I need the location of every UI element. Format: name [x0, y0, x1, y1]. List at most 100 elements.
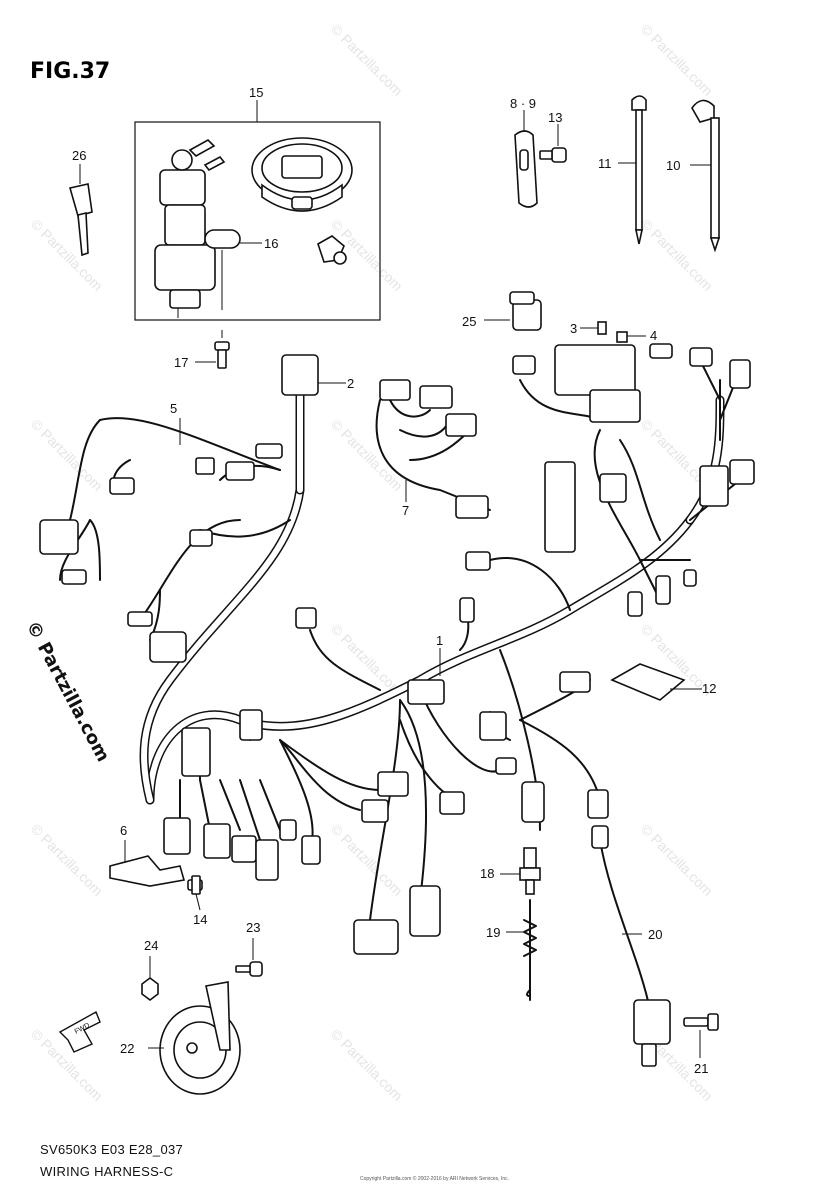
connector [195, 457, 215, 475]
front-direction-arrow: FWD [58, 1011, 101, 1053]
connector [109, 477, 135, 495]
connector [279, 819, 297, 841]
watermark-tile: © Partzilla.com [328, 621, 406, 699]
label-1: 1 [436, 633, 443, 648]
label-24: 24 [144, 938, 158, 953]
connector [127, 611, 153, 627]
watermark-tile: © Partzilla.com [28, 216, 106, 294]
connector [445, 413, 477, 437]
connector [361, 799, 389, 823]
label-21: 21 [694, 1061, 708, 1076]
connector [495, 757, 517, 775]
connector [439, 791, 465, 815]
part-17-screw-icon [195, 330, 230, 369]
label-18: 18 [480, 866, 494, 881]
label-11: 11 [598, 156, 612, 171]
watermark-tile: © Partzilla.com [638, 21, 716, 99]
figure-title: FIG.37 [30, 59, 110, 84]
connector [379, 379, 411, 401]
connector [599, 473, 627, 503]
connector [163, 817, 191, 855]
part-4-fuse-icon [616, 331, 646, 343]
label-20: 20 [648, 927, 662, 942]
part-20-sensor-icon [622, 933, 671, 1067]
leader-lines [179, 382, 441, 676]
label-12: 12 [702, 681, 716, 696]
connector [377, 771, 409, 797]
part-21-screw-icon [683, 1013, 719, 1058]
harness-connectors [39, 343, 755, 955]
watermark-tile: © Partzilla.com [638, 216, 716, 294]
connector [407, 679, 445, 705]
connector [465, 551, 491, 571]
label-4: 4 [650, 328, 657, 343]
label-23: 23 [246, 920, 260, 935]
connector [149, 631, 187, 663]
connector [729, 459, 755, 485]
connector [255, 443, 283, 459]
part-14-bolt-icon [187, 875, 203, 911]
connector [591, 825, 609, 849]
side-watermark: © Partzilla.com [22, 617, 114, 765]
connector [455, 495, 489, 519]
connector [181, 727, 211, 777]
watermark-tile: © Partzilla.com [328, 21, 406, 99]
ignition-switch-icon [154, 139, 241, 318]
label-17: 17 [174, 355, 188, 370]
watermark-tile: © Partzilla.com [638, 821, 716, 899]
connector [203, 823, 231, 859]
label-10: 10 [666, 158, 680, 173]
part-13-bolt-icon [539, 124, 567, 163]
part-23-bolt-icon [235, 938, 263, 977]
watermark-tile: © Partzilla.com [328, 821, 406, 899]
part-10-cable-tie-icon [690, 99, 721, 253]
figure-code: SV650K3 E03 E28_037 [40, 1142, 183, 1157]
connector [255, 839, 279, 881]
connector [479, 711, 507, 741]
part-18-switch-icon [500, 847, 541, 895]
connector [39, 519, 79, 555]
connector [239, 709, 263, 741]
label-6: 6 [120, 823, 127, 838]
part-19-spring-icon [506, 919, 537, 997]
label-22: 22 [120, 1041, 134, 1056]
connector [459, 597, 475, 623]
label-25: 25 [462, 314, 476, 329]
connector [189, 529, 213, 547]
label-2: 2 [347, 376, 354, 391]
connector [295, 607, 317, 629]
copyright-notice: Copyright Partzilla.com © 2002-2016 by A… [360, 1175, 509, 1182]
connector [627, 591, 643, 617]
label-5: 5 [170, 401, 177, 416]
ecu-connector [544, 461, 576, 553]
connector [587, 789, 609, 819]
connector [301, 835, 321, 865]
connector [512, 355, 536, 375]
watermark-tile: © Partzilla.com [28, 821, 106, 899]
connector [353, 919, 399, 955]
part-25-relay-icon [484, 291, 542, 331]
connector [419, 385, 453, 409]
part-15-ignition-set [134, 100, 381, 321]
watermark-tile: © Partzilla.com [328, 1026, 406, 1104]
connector [559, 671, 591, 693]
part-6-bracket-icon [109, 840, 186, 887]
connector [225, 461, 255, 481]
part-11-cable-tie-icon [618, 95, 647, 245]
label-19: 19 [486, 925, 500, 940]
connector [729, 359, 751, 389]
label-15: 15 [249, 85, 263, 100]
part-8-9-bracket-icon [514, 110, 538, 208]
part-24-nut-icon [141, 956, 159, 1001]
watermark-tile: © Partzilla.com [328, 416, 406, 494]
fuse-box [554, 344, 636, 396]
part-labels: 1 2 3 4 5 6 7 8 · 9 10 11 12 13 14 15 16… [72, 85, 716, 1076]
fuse-box [589, 389, 641, 423]
connector [655, 575, 671, 605]
label-16: 16 [264, 236, 278, 251]
label-26: 26 [72, 148, 86, 163]
connector [683, 569, 697, 587]
connector [649, 343, 673, 359]
figure-name: WIRING HARNESS-C [40, 1164, 173, 1179]
